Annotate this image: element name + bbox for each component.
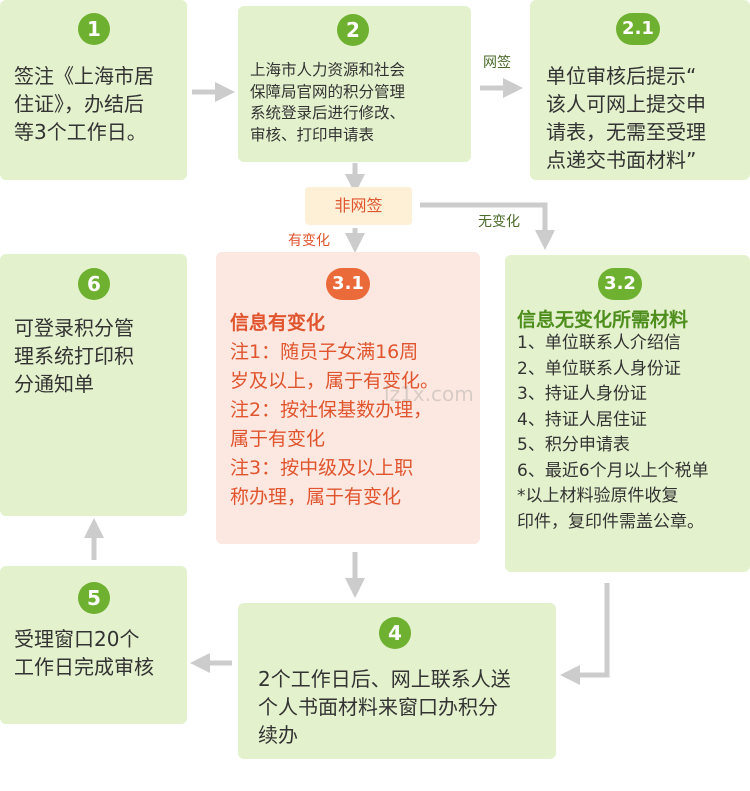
step-2-box: 2 上海市人力资源和社会 保障局官网的积分管理 系统登录后进行修改、 审核、打印… <box>238 6 471 162</box>
step-6-badge: 6 <box>78 268 110 300</box>
arrow-pill-to-32 <box>420 202 555 250</box>
step-6-text: 可登录积分管 理系统打印积 分通知单 <box>14 316 134 396</box>
step-3-1-box: 3.1 信息有变化 注1：随员子女满16周 岁及以上，属于有变化。 注2：按社保… <box>216 252 480 544</box>
step-2-text: 上海市人力资源和社会 保障局官网的积分管理 系统登录后进行修改、 审核、打印申请… <box>250 61 406 144</box>
label-offline: 非网签 <box>305 187 412 225</box>
step-4-box: 4 2个工作日后、网上联系人送 个人书面材料来窗口办积分 续办 <box>238 603 556 759</box>
step-2-1-box: 2.1 单位审核后提示“ 该人可网上提交申 请表，无需至受理 点递交书面材料” <box>530 0 750 180</box>
watermark: lz1x.com <box>384 382 474 406</box>
label-changed: 有变化 <box>288 233 330 249</box>
step-3-2-text: 1、单位联系人介绍信 2、单位联系人身份证 3、持证人身份证 4、持证人居住证 … <box>517 333 709 532</box>
step-3-2-title: 信息无变化所需材料 <box>517 309 689 331</box>
step-3-1-text: 注1：随员子女满16周 岁及以上，属于有变化。 注2：按社保基数办理， 属于有变… <box>230 341 440 508</box>
step-5-box: 5 受理窗口20个 工作日完成审核 <box>0 566 187 724</box>
step-2-1-text: 单位审核后提示“ 该人可网上提交申 请表，无需至受理 点递交书面材料” <box>546 64 706 172</box>
step-3-2-badge: 3.2 <box>598 268 642 300</box>
step-4-badge: 4 <box>379 617 411 649</box>
arrow-32-to-4 <box>560 583 610 685</box>
step-3-1-title: 信息有变化 <box>230 312 326 334</box>
label-online: 网签 <box>483 55 511 71</box>
step-2-badge: 2 <box>337 14 369 46</box>
step-4-text: 2个工作日后、网上联系人送 个人书面材料来窗口办积分 续办 <box>258 667 511 747</box>
label-unchanged: 无变化 <box>478 214 520 230</box>
step-5-badge: 5 <box>78 582 110 614</box>
step-3-2-box: 3.2 信息无变化所需材料 1、单位联系人介绍信 2、单位联系人身份证 3、持证… <box>505 255 750 572</box>
step-3-1-badge: 3.1 <box>326 268 370 300</box>
step-6-box: 6 可登录积分管 理系统打印积 分通知单 <box>0 254 187 516</box>
step-1-badge: 1 <box>78 13 110 45</box>
step-5-text: 受理窗口20个 工作日完成审核 <box>14 627 154 679</box>
step-2-1-badge: 2.1 <box>616 13 660 45</box>
step-1-box: 1 签注《上海市居 住证》，办结后 等3个工作日。 <box>0 0 187 180</box>
step-1-text: 签注《上海市居 住证》，办结后 等3个工作日。 <box>14 64 154 144</box>
